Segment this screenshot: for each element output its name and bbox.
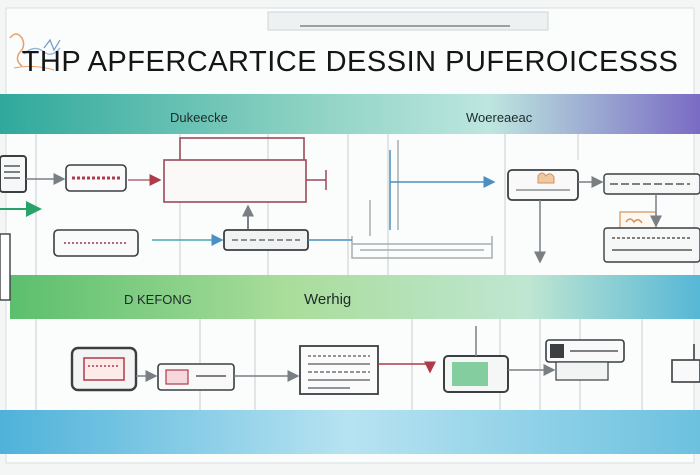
process-box-j — [671, 359, 700, 383]
tray-structure — [351, 140, 493, 259]
maroon-frame-inner — [163, 159, 307, 203]
monitor-box-left — [0, 155, 27, 193]
process-box-e — [603, 173, 700, 195]
band-top-left-label: Dukeecke — [170, 110, 228, 125]
hand-icon — [537, 172, 555, 184]
screen-icon — [83, 357, 125, 381]
process-box-f — [603, 227, 700, 263]
process-box-a — [65, 164, 127, 192]
band-bottom — [0, 410, 700, 454]
sketch-logo-icon — [9, 33, 61, 71]
left-post — [0, 233, 11, 301]
process-box-i — [555, 361, 609, 381]
monitor-lines — [4, 165, 20, 179]
hand-icon-small — [625, 218, 643, 224]
diagram-title: THP APFERCARTICE DESSIN PUFEROICESSS — [21, 46, 679, 78]
process-box-h-marker — [550, 344, 564, 358]
document-lines — [308, 355, 370, 389]
band-top — [0, 94, 700, 134]
arrow-doc-to-screen — [378, 361, 436, 374]
band-top-right-label: Woereaeac — [466, 110, 533, 125]
band-middle — [10, 275, 700, 319]
process-box-d — [507, 169, 579, 201]
band-middle-right-label: Werhig — [304, 291, 352, 308]
document-icon — [299, 345, 379, 395]
band-middle-left-label: D KEFONG — [124, 292, 192, 307]
process-box-g-marker — [165, 369, 189, 385]
header-strip — [267, 11, 549, 31]
screen-box-b-display — [452, 362, 488, 386]
